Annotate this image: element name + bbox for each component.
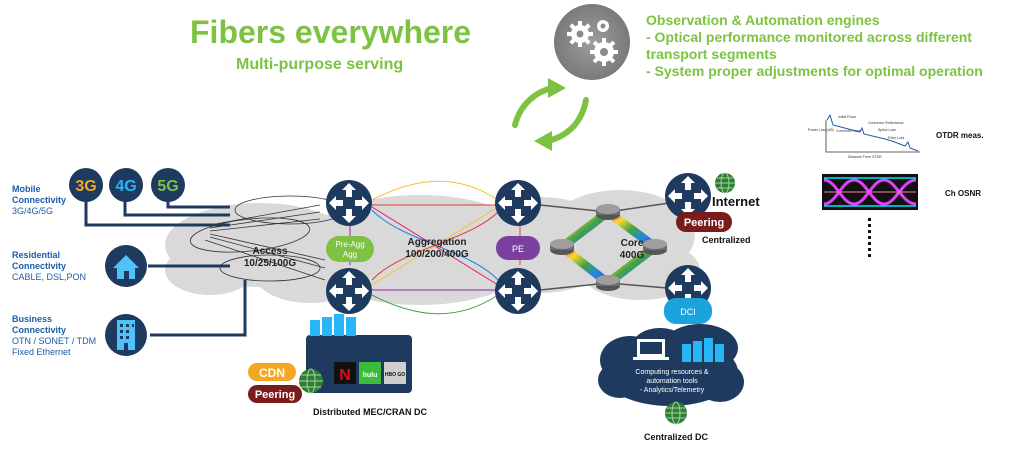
residential-connectivity-label: Residential Connectivity CABLE, DSL,PON: [12, 250, 86, 283]
access-label: Access: [252, 246, 287, 257]
otdr-chart: Initial Pulse Connector Reflectance Spli…: [808, 113, 920, 159]
observation-title: Observation & Automation engines: [646, 12, 880, 28]
more-dots: [868, 218, 871, 257]
svg-text:4G: 4G: [115, 178, 136, 195]
eye-diagram: [822, 174, 918, 210]
business-sub-2: Fixed Ethernet: [12, 347, 71, 357]
centralized-label: Centralized: [702, 235, 751, 245]
core-router-left: [550, 239, 574, 255]
mobile-connectivity-label: Mobile Connectivity 3G/4G/5G: [12, 184, 66, 217]
hulu-logo: hulu: [359, 362, 381, 384]
residential-sub: CABLE, DSL,PON: [12, 272, 87, 282]
aggregation-label: Aggregation: [408, 237, 467, 248]
mobile-title-1: Mobile: [12, 184, 41, 194]
page-subtitle: Multi-purpose serving: [236, 56, 404, 73]
aggregation-speed: 100/200/400G: [405, 249, 469, 260]
svg-text:Pre-Agg: Pre-Agg: [335, 240, 364, 249]
centralized-dc-label: Centralized DC: [644, 432, 709, 442]
core-router-bottom: [596, 275, 620, 291]
router-pe-bottom-icon: [495, 268, 541, 314]
svg-text:hulu: hulu: [363, 372, 378, 379]
svg-text:N: N: [339, 367, 351, 384]
core-router-top: [596, 204, 620, 220]
core-speed: 400G: [620, 250, 645, 261]
svg-text:Agg: Agg: [343, 250, 357, 259]
building-icon: [105, 314, 147, 356]
globe-icon: [715, 172, 735, 194]
core-router-right: [643, 239, 667, 255]
svg-text:5G: 5G: [157, 178, 178, 195]
pe-badge: PE: [496, 236, 540, 260]
svg-text:HBO GO: HBO GO: [385, 372, 405, 378]
svg-text:Fiber Loss: Fiber Loss: [888, 136, 905, 140]
internet-label: Internet: [712, 194, 760, 209]
business-title-1: Business: [12, 314, 53, 324]
badge-5g: 5G: [151, 168, 185, 202]
svg-text:Initial Pulse: Initial Pulse: [838, 115, 856, 119]
gears-icon: [554, 4, 630, 80]
router-pe-top-icon: [495, 180, 541, 226]
netflix-logo: N: [334, 362, 356, 384]
residential-title-1: Residential: [12, 250, 61, 260]
svg-text:Splice Loss: Splice Loss: [878, 128, 896, 132]
business-title-2: Connectivity: [12, 325, 67, 335]
peering-badge: Peering: [676, 212, 732, 232]
observation-line-3: - System proper adjustments for optimal …: [646, 63, 983, 79]
home-icon: [105, 245, 147, 287]
svg-text:Peering: Peering: [684, 217, 724, 229]
dc-text-1: Computing resources &: [635, 369, 708, 376]
router-preagg-bottom-icon: [326, 268, 372, 314]
svg-text:Connector Reflectance: Connector Reflectance: [868, 121, 904, 125]
badge-4g: 4G: [109, 168, 143, 202]
mobile-title-2: Connectivity: [12, 195, 67, 205]
cdn-badge: CDN: [248, 363, 296, 381]
svg-text:PE: PE: [512, 244, 524, 254]
router-preagg-top-icon: [326, 180, 372, 226]
residential-title-2: Connectivity: [12, 261, 67, 271]
osnr-label: Ch OSNR: [945, 189, 981, 198]
observation-line-1: - Optical performance monitored across d…: [646, 29, 972, 45]
aggregation-mesh: [349, 180, 521, 315]
svg-text:DCI: DCI: [680, 307, 696, 317]
dc-globe-icon: [665, 401, 687, 425]
access-speed: 10/25/100G: [244, 258, 296, 269]
business-sub-1: OTN / SONET / TDM: [12, 336, 97, 346]
dc-text-2: automation tools: [646, 378, 698, 385]
server-rack-icon: [682, 338, 724, 362]
page-title: Fibers everywhere: [190, 14, 472, 50]
dci-badge: DCI: [664, 298, 712, 324]
cycle-arrows-icon: [512, 85, 589, 144]
router-internet-icon: [665, 173, 711, 219]
svg-text:CDN: CDN: [259, 366, 285, 380]
laptop-icon: [633, 339, 669, 360]
cycle-arrowheads: [534, 78, 566, 151]
dc-text-3: - Analytics/Telemetry: [640, 387, 705, 394]
mobile-sub: 3G/4G/5G: [12, 206, 54, 216]
mec-peering-badge: Peering: [248, 385, 302, 403]
otdr-label: OTDR meas.: [936, 131, 984, 140]
mec-globe-icon: [299, 368, 323, 394]
observation-line-2: transport segments: [646, 46, 777, 62]
observation-block: Observation & Automation engines - Optic…: [646, 12, 983, 80]
badge-3g: 3G: [69, 168, 103, 202]
mec-label: Distributed MEC/CRAN DC: [313, 407, 427, 417]
svg-text:3G: 3G: [75, 178, 96, 195]
core-label: Core: [621, 238, 644, 249]
preagg-badge: Pre-Agg Agg: [326, 236, 374, 262]
business-connectivity-label: Business Connectivity OTN / SONET / TDM …: [12, 314, 96, 358]
svg-text:Peering: Peering: [255, 389, 295, 401]
svg-text:Connector Loss: Connector Loss: [836, 129, 861, 133]
svg-text:Power Loss (dB): Power Loss (dB): [808, 128, 834, 132]
svg-text:Distance From OTDR: Distance From OTDR: [848, 155, 882, 159]
hbo-logo: HBO GO: [384, 362, 406, 384]
